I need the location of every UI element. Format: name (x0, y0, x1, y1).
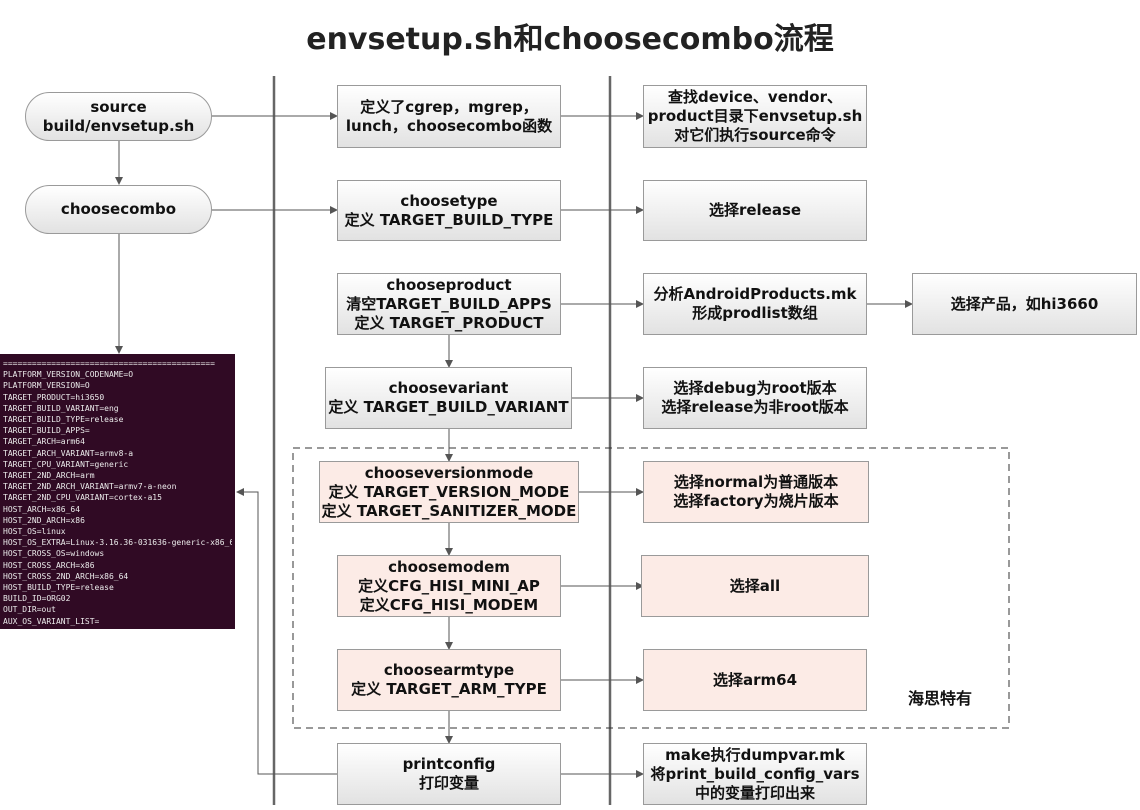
select-variant-node: 选择debug为root版本 选择release为非root版本 (643, 367, 867, 429)
terminal-line: TARGET_ARCH=arm64 (3, 437, 85, 447)
node-line: choosemodem (388, 557, 510, 576)
choosemodem-node: choosemodem 定义CFG_HISI_MINI_AP 定义CFG_HIS… (337, 555, 561, 617)
choosecombo-node: choosecombo (25, 185, 212, 234)
terminal-output: ========================================… (0, 354, 235, 629)
terminal-line: TARGET_BUILD_TYPE=release (3, 415, 124, 425)
node-line: 定义 TARGET_BUILD_TYPE (344, 210, 554, 229)
terminal-line: TARGET_BUILD_VARIANT=eng (3, 403, 119, 413)
select-product-node: 选择产品，如hi3660 (912, 273, 1137, 335)
terminal-line: TARGET_2ND_ARCH_VARIANT=armv7-a-neon (3, 482, 177, 492)
node-line: choosevariant (388, 379, 509, 397)
terminal-line: HOST_CROSS_ARCH=x86 (3, 560, 95, 570)
choosetype-node: choosetype 定义 TARGET_BUILD_TYPE (337, 180, 561, 241)
node-line: build/envsetup.sh (42, 116, 195, 135)
node-line: 定义 TARGET_BUILD_VARIANT (328, 398, 569, 416)
node-line: 中的变量打印出来 (694, 783, 815, 802)
printconfig-node: printconfig 打印变量 (337, 743, 561, 805)
node-line: product目录下envsetup.sh (647, 107, 863, 125)
terminal-line: PLATFORM_VERSION=O (3, 381, 90, 391)
terminal-separator: ========================================… (3, 359, 215, 368)
terminal-line: HOST_OS_EXTRA=Linux-3.16.36-031636-gener… (3, 538, 232, 548)
node-line: 分析AndroidProducts.mk (653, 285, 857, 303)
choosevariant-node: choosevariant 定义 TARGET_BUILD_VARIANT (325, 367, 572, 429)
diagram-title: envsetup.sh和choosecombo流程 (306, 22, 834, 57)
terminal-line: HOST_CROSS_OS=windows (3, 549, 105, 559)
node-line: 定义CFG_HISI_MINI_AP (358, 576, 540, 595)
node-line: 将print_build_config_vars (650, 764, 860, 783)
terminal-line: TARGET_2ND_CPU_VARIANT=cortex-a15 (3, 493, 162, 503)
terminal-line: BUILD_ID=ORG02 (3, 594, 71, 604)
node-line: chooseversionmode (364, 463, 534, 482)
node-line: 选择factory为烧片版本 (673, 492, 839, 510)
node-line: source (90, 97, 147, 116)
node-line: choosearmtype (383, 661, 515, 679)
node-line: 选择release (708, 201, 802, 219)
terminal-line: HOST_OS=linux (3, 527, 66, 537)
node-line: 查找device、vendor、 (668, 88, 842, 106)
select-release-node: 选择release (643, 180, 867, 241)
node-line: printconfig (402, 755, 496, 773)
find-envsetup-node: 查找device、vendor、 product目录下envsetup.sh 对… (643, 85, 867, 148)
node-line: 定义 TARGET_SANITIZER_MODE (321, 501, 577, 520)
analyze-products-node: 分析AndroidProducts.mk 形成prodlist数组 (643, 273, 867, 335)
arrow-printconfig-to-terminal (236, 488, 337, 775)
node-line: 定义了cgrep，mgrep， (360, 97, 538, 116)
node-line: 对它们执行source命令 (674, 126, 836, 144)
terminal-line: AUX_OS_VARIANT_LIST= (3, 616, 100, 626)
chooseproduct-node: chooseproduct 清空TARGET_BUILD_APPS 定义 TAR… (337, 273, 561, 335)
select-all-node: 选择all (641, 555, 869, 617)
node-line: lunch，choosecombo函数 (345, 116, 553, 135)
hisi-specific-label: 海思特有 (908, 689, 973, 708)
terminal-line: OUT_DIR=out (3, 605, 56, 615)
hisi-region (292, 447, 1010, 729)
node-line: 定义 TARGET_VERSION_MODE (328, 482, 570, 501)
node-line: 选择产品，如hi3660 (950, 294, 1099, 313)
node-line: make执行dumpvar.mk (665, 745, 845, 764)
node-line: 形成prodlist数组 (692, 304, 818, 322)
terminal-separator: ========================================… (3, 627, 232, 629)
node-line: 选择release为非root版本 (661, 398, 849, 416)
node-line: 选择arm64 (712, 670, 798, 689)
node-line: 选择normal为普通版本 (673, 473, 839, 491)
select-mode-node: 选择normal为普通版本 选择factory为烧片版本 (643, 461, 869, 523)
node-line: 选择debug为root版本 (673, 379, 837, 397)
node-line: 定义 TARGET_ARM_TYPE (351, 680, 547, 698)
node-line: 定义CFG_HISI_MODEM (359, 595, 539, 614)
terminal-line: TARGET_ARCH_VARIANT=armv8-a (3, 448, 134, 458)
node-line: 定义 TARGET_PRODUCT (354, 313, 544, 332)
terminal-line: TARGET_CPU_VARIANT=generic (3, 459, 129, 469)
define-functions-node: 定义了cgrep，mgrep， lunch，choosecombo函数 (337, 85, 561, 148)
choosearmtype-node: choosearmtype 定义 TARGET_ARM_TYPE (337, 649, 561, 711)
terminal-line: TARGET_PRODUCT=hi3650 (3, 392, 105, 402)
terminal-line: TARGET_2ND_ARCH=arm (3, 471, 95, 481)
node-line: choosecombo (60, 200, 177, 218)
terminal-line: HOST_CROSS_2ND_ARCH=x86_64 (3, 571, 129, 581)
terminal-line: HOST_BUILD_TYPE=release (3, 583, 114, 593)
select-arm64-node: 选择arm64 (643, 649, 867, 711)
node-line: 选择all (729, 576, 781, 595)
source-envsetup-node: source build/envsetup.sh (25, 92, 212, 141)
node-line: 打印变量 (418, 774, 479, 792)
node-line: choosetype (400, 191, 498, 210)
terminal-line: TARGET_BUILD_APPS= (3, 426, 90, 436)
terminal-line: HOST_2ND_ARCH=x86 (3, 515, 85, 525)
terminal-line: PLATFORM_VERSION_CODENAME=O (3, 370, 134, 380)
node-line: 清空TARGET_BUILD_APPS (346, 294, 552, 313)
terminal-line: HOST_ARCH=x86_64 (3, 504, 81, 514)
chooseversionmode-node: chooseversionmode 定义 TARGET_VERSION_MODE… (319, 461, 579, 523)
dumpvar-node: make执行dumpvar.mk 将print_build_config_var… (643, 743, 867, 805)
node-line: chooseproduct (386, 275, 512, 294)
